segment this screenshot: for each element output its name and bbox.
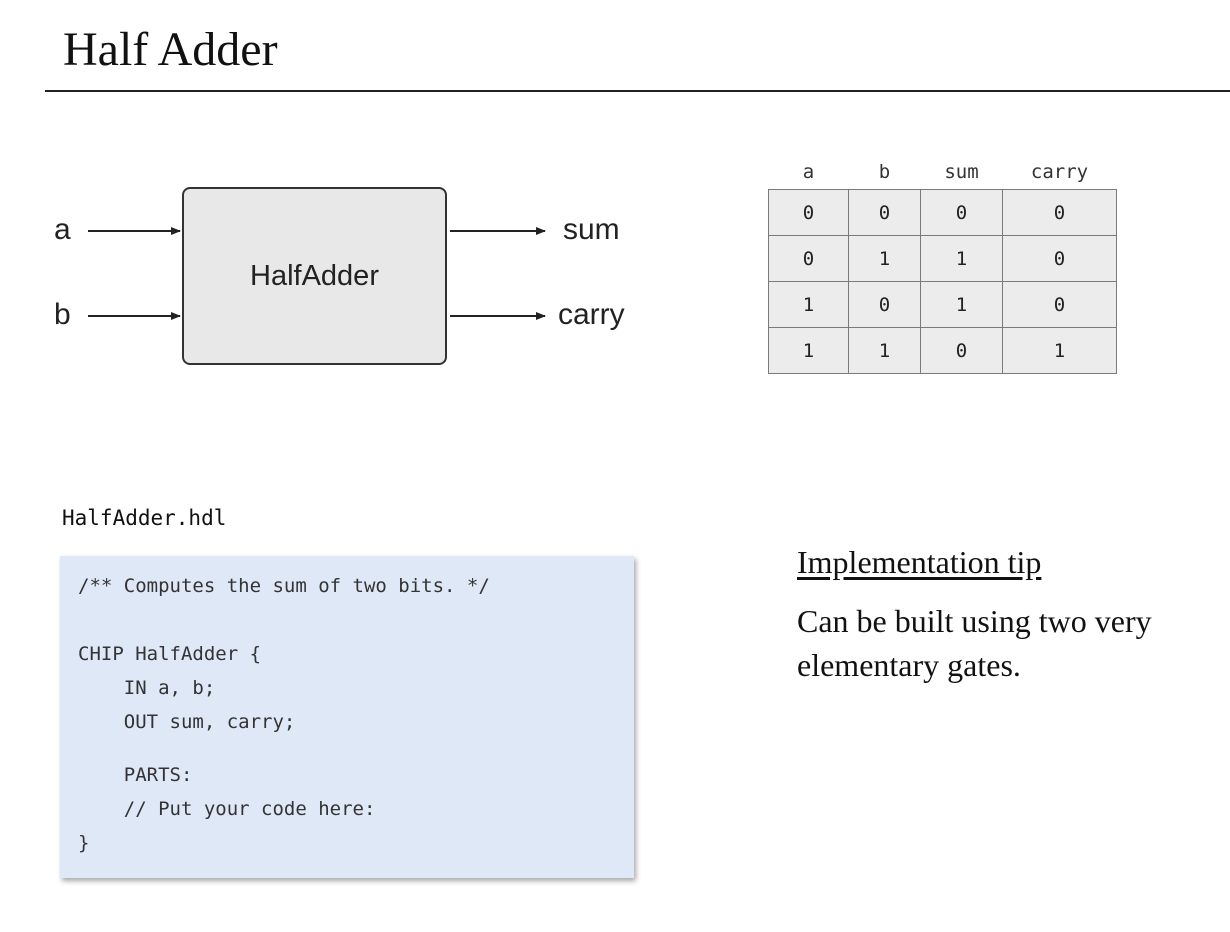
header-sum: sum: [944, 161, 979, 183]
header-b: b: [878, 161, 891, 183]
cell-b: 0: [848, 281, 921, 328]
code-line: }: [78, 832, 90, 854]
table-row: 1 1 0 1: [768, 327, 1117, 374]
header-carry: carry: [1030, 161, 1089, 183]
hdl-code-box: [60, 556, 634, 878]
table-row: 0 0 0 0: [768, 189, 1117, 236]
cell-b: 1: [848, 235, 921, 282]
code-line: IN a, b;: [78, 677, 216, 699]
halfadder-chip: HalfAdder: [182, 187, 447, 365]
code-line: PARTS:: [78, 764, 193, 786]
slide-title: Half Adder: [63, 23, 278, 76]
input-b-label: b: [54, 298, 71, 331]
table-row: 0 1 1 0: [768, 235, 1117, 282]
cell-sum: 1: [920, 281, 1003, 328]
cell-sum: 0: [920, 327, 1003, 374]
cell-b: 0: [848, 189, 921, 236]
table-row: 1 0 1 0: [768, 281, 1117, 328]
output-sum-label: sum: [563, 213, 620, 246]
cell-carry: 1: [1002, 327, 1117, 374]
hdl-filename: HalfAdder.hdl: [62, 506, 227, 530]
code-line: OUT sum, carry;: [78, 711, 296, 733]
truth-table: a b sum carry 0 0 0 0 0 1 1 0 1 0 1 0 1 …: [768, 155, 1117, 374]
code-line: /** Computes the sum of two bits. */: [78, 575, 490, 597]
output-carry-label: carry: [558, 298, 625, 331]
cell-a: 0: [768, 189, 849, 236]
input-a-label: a: [54, 213, 71, 246]
cell-b: 1: [848, 327, 921, 374]
cell-sum: 1: [920, 235, 1003, 282]
cell-carry: 0: [1002, 281, 1117, 328]
header-a: a: [802, 161, 815, 183]
code-line: // Put your code here:: [78, 798, 376, 820]
chip-label: HalfAdder: [250, 259, 379, 292]
cell-sum: 0: [920, 189, 1003, 236]
tip-text: Can be built using two very elementary g…: [797, 603, 1152, 683]
cell-carry: 0: [1002, 189, 1117, 236]
cell-carry: 0: [1002, 235, 1117, 282]
code-line: CHIP HalfAdder {: [78, 643, 262, 665]
title-divider: [45, 90, 1230, 92]
cell-a: 0: [768, 235, 849, 282]
cell-a: 1: [768, 281, 849, 328]
cell-a: 1: [768, 327, 849, 374]
tip-heading: Implementation tip: [797, 544, 1042, 580]
truth-table-header: a b sum carry: [769, 155, 1117, 190]
